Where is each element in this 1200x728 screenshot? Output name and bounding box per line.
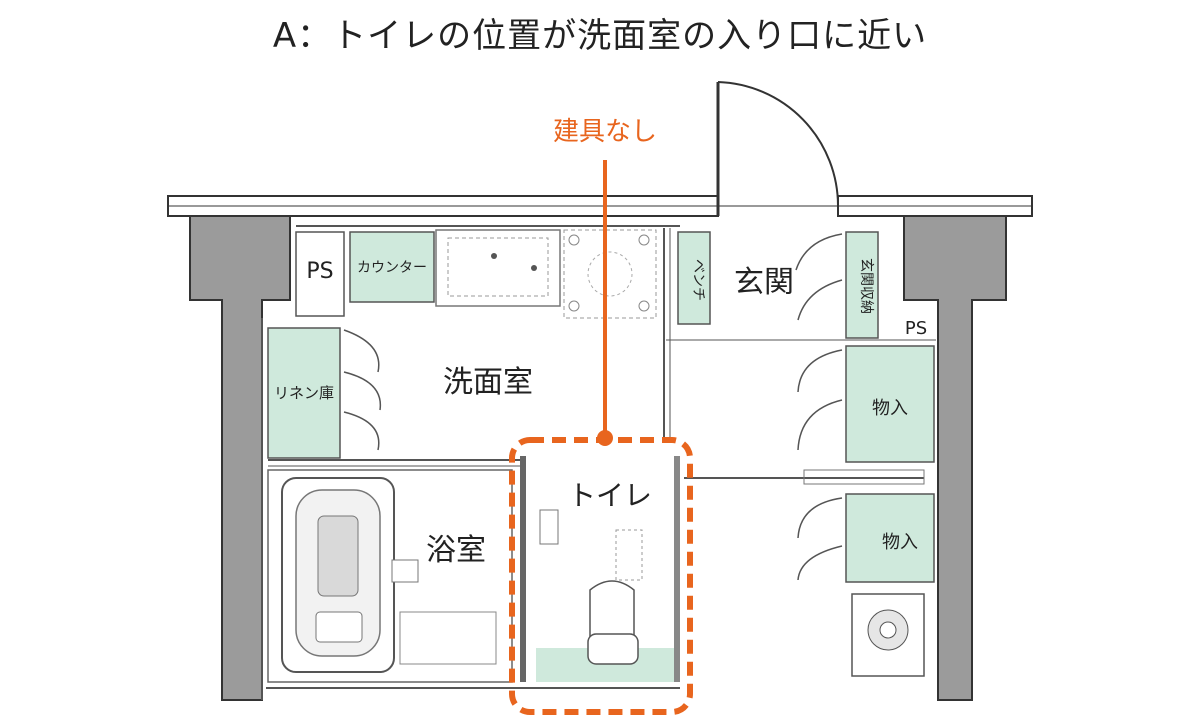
toilet-highlight <box>509 437 693 715</box>
bench-box <box>677 231 711 325</box>
linen-label: リネン庫 <box>274 384 334 402</box>
washer-space <box>563 229 657 319</box>
storage-2-label: 物入 <box>882 532 918 553</box>
ps-left-label: PS <box>306 259 333 284</box>
sink-fixture <box>435 229 561 307</box>
storage-1-doors <box>797 349 843 451</box>
entrance-door <box>716 81 839 216</box>
annotation-label: 建具なし <box>553 117 657 147</box>
linen-doors <box>343 329 382 451</box>
counter-label: カウンター <box>357 260 427 276</box>
entrance-storage-label: 玄関収納 <box>858 258 875 314</box>
entrance-storage-doors <box>795 233 843 321</box>
washroom-label: 洗面室 <box>443 365 533 400</box>
entrance-storage-box <box>845 231 879 339</box>
toilet-label: トイレ <box>568 479 652 512</box>
storage-1-box <box>845 345 935 463</box>
storage-1-label: 物入 <box>872 398 908 419</box>
linen-box <box>267 327 341 459</box>
bathtub <box>267 469 513 683</box>
bathroom-label: 浴室 <box>426 533 486 568</box>
meter-fixture <box>851 593 925 677</box>
hanging-rod <box>684 469 925 485</box>
counter-box <box>349 231 435 303</box>
title-area: A：トイレの位置が洗面室の入り口に近い <box>0 8 1200 57</box>
ps-right-label: PS <box>905 318 927 339</box>
storage-2-box <box>845 493 935 583</box>
bench-label: ベンチ <box>690 259 706 301</box>
entrance-label: 玄関 <box>734 265 794 300</box>
toilet-room <box>520 456 680 682</box>
page-title: A：トイレの位置が洗面室の入り口に近い <box>272 16 928 56</box>
storage-2-doors <box>797 497 843 581</box>
ps-left-box <box>295 231 345 317</box>
no-door-annotation: 建具なし <box>509 117 693 715</box>
